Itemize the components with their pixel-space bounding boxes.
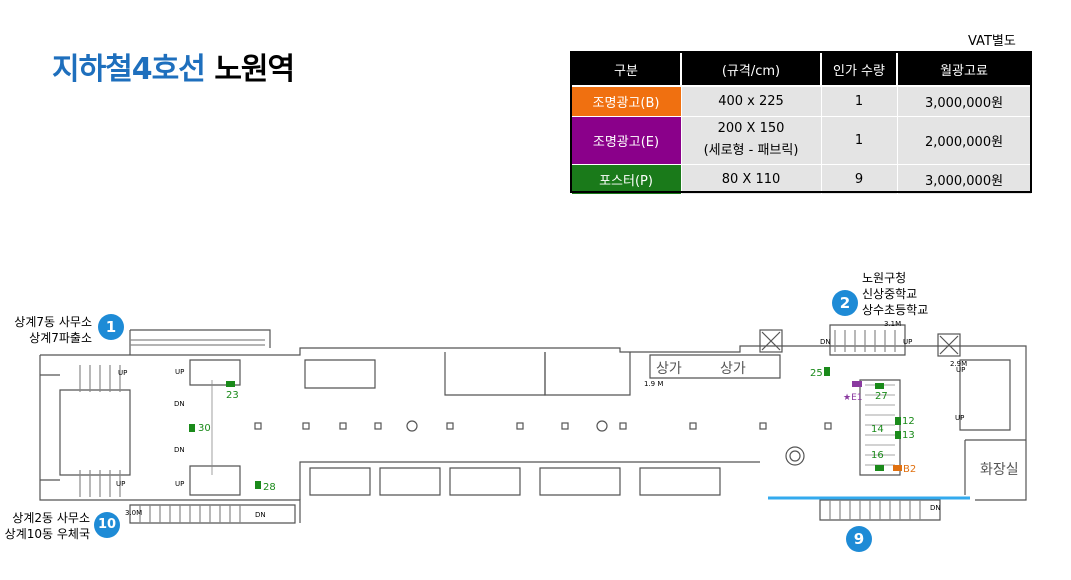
stair-up-label: UP: [116, 480, 125, 488]
stair-dn-label: DN: [174, 446, 185, 454]
poster-marker: [824, 367, 830, 376]
light-e-marker: [852, 381, 862, 387]
row-type-e: 조명광고(E): [570, 115, 682, 165]
shop-label: 상가: [720, 361, 746, 377]
poster-marker: [895, 417, 901, 425]
exit-2-badge: 2: [832, 290, 858, 316]
dim-label: 1.9 M: [644, 380, 663, 388]
th-qty: 인가 수량: [820, 51, 898, 87]
row-size: 200 X 150 (세로형 - 패브릭): [680, 115, 822, 165]
exit-9-badge: 9: [846, 526, 872, 552]
poster-marker: [189, 424, 195, 432]
poster-number: 27: [875, 391, 888, 402]
poster-marker: [875, 383, 884, 389]
row-fee: 3,000,000원: [896, 85, 1032, 117]
poster-number: 25: [810, 368, 823, 379]
stair-up-label: UP: [118, 369, 127, 377]
row-type-b: 조명광고(B): [570, 85, 682, 117]
stair-dn-label: DN: [930, 504, 941, 512]
exit-1-line1: 상계7동 사무소: [14, 315, 92, 329]
stair-dn-label: DN: [820, 338, 831, 346]
th-type: 구분: [570, 51, 682, 87]
title-line: 지하철4호선: [52, 52, 206, 87]
poster-number: 14: [871, 424, 884, 435]
price-table: 구분 (규격/cm) 인가 수량 월광고료 조명광고(B) 400 x 225 …: [570, 51, 1032, 195]
exit-2-line1: 노원구청: [862, 271, 907, 285]
poster-marker: [226, 381, 235, 387]
exit-10-line1: 상계2동 사무소: [12, 511, 90, 525]
poster-marker: [255, 481, 261, 489]
exit-2-label: 노원구청 신상중학교 상수초등학교: [862, 270, 928, 318]
exit-10-badge: 10: [94, 512, 120, 538]
exit-1-line2: 상계7파출소: [29, 331, 92, 345]
light-e-label: ★E1: [843, 393, 862, 403]
stair-up-label: UP: [956, 366, 965, 374]
light-b-marker: [893, 465, 902, 471]
row-size-line2: (세로형 - 패브릭): [703, 143, 799, 158]
row-size: 400 x 225: [680, 85, 822, 117]
stair-up-label: UP: [175, 480, 184, 488]
stair-dn-label: DN: [174, 400, 185, 408]
table-row: 조명광고(E) 200 X 150 (세로형 - 패브릭) 1 2,000,00…: [570, 115, 1032, 165]
poster-marker: [895, 431, 901, 439]
stair-up-label: UP: [175, 368, 184, 376]
row-size-line1: 200 X 150: [717, 121, 785, 136]
light-b-label: B2: [903, 464, 916, 475]
poster-number: 28: [263, 482, 276, 493]
table-row: 포스터(P) 80 X 110 9 3,000,000원: [570, 163, 1032, 195]
th-fee: 월광고료: [896, 51, 1032, 87]
row-size: 80 X 110: [680, 163, 822, 195]
poster-number: 23: [226, 390, 239, 401]
page-title: 지하철4호선 노원역: [52, 44, 295, 88]
row-qty: 9: [820, 163, 898, 195]
exit-1-label: 상계7동 사무소 상계7파출소: [10, 314, 92, 346]
dim-label: 2.9M: [950, 360, 967, 368]
row-qty: 1: [820, 115, 898, 165]
dim-label: 3.1M: [884, 320, 901, 328]
table-row: 조명광고(B) 400 x 225 1 3,000,000원: [570, 85, 1032, 117]
row-fee: 3,000,000원: [896, 163, 1032, 195]
exit-2-line3: 상수초등학교: [862, 303, 929, 317]
restroom-label: 화장실: [980, 462, 1019, 478]
poster-number: 16: [871, 450, 884, 461]
vat-note: VAT별도: [968, 34, 1016, 49]
poster-number: 30: [198, 423, 211, 434]
table-header-row: 구분 (규격/cm) 인가 수량 월광고료: [570, 51, 1032, 87]
exit-1-badge: 1: [98, 314, 124, 340]
exit-10-line2: 상계10동 우체국: [4, 527, 90, 541]
stair-dn-label: DN: [255, 511, 266, 519]
exit-2-line2: 신상중학교: [862, 287, 918, 301]
row-type-p: 포스터(P): [570, 163, 682, 195]
poster-marker: [875, 465, 884, 471]
title-station: 노원역: [214, 52, 295, 87]
exit-10-label: 상계2동 사무소 상계10동 우체국: [4, 510, 90, 542]
poster-number: 12: [902, 416, 915, 427]
shop-label: 상가: [656, 361, 682, 377]
stair-up-label: UP: [955, 414, 964, 422]
th-size: (규격/cm): [680, 51, 822, 87]
stair-up-label: UP: [903, 338, 912, 346]
row-qty: 1: [820, 85, 898, 117]
poster-number: 13: [902, 430, 915, 441]
dim-label: 3.0M: [125, 509, 142, 517]
